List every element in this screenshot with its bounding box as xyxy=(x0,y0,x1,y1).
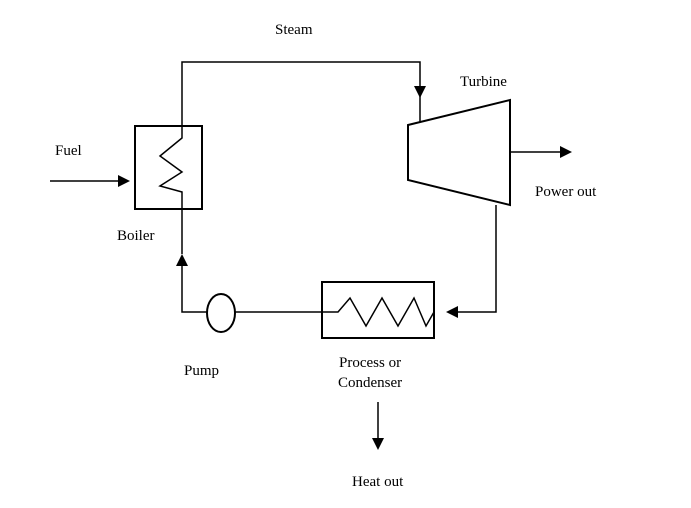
steam-label: Steam xyxy=(275,22,313,38)
boiler-label: Boiler xyxy=(117,228,155,244)
turbine xyxy=(407,98,511,207)
power-out-label: Power out xyxy=(535,184,597,200)
turbine-exhaust-line xyxy=(458,205,497,313)
fuel-arrowhead xyxy=(118,175,130,187)
turbine-label: Turbine xyxy=(460,74,507,90)
pump xyxy=(206,293,236,333)
pump-label: Pump xyxy=(184,363,219,379)
feedwater-arrowhead xyxy=(176,254,188,266)
boiler-coil xyxy=(158,126,184,209)
steam-arrowhead xyxy=(414,86,426,98)
condenser-label: Condenser xyxy=(338,375,402,391)
process-label: Process or xyxy=(339,355,401,371)
heat-out-arrowhead xyxy=(372,438,384,450)
feedwater-line xyxy=(181,265,207,313)
condenser-coil xyxy=(322,296,435,328)
power-out-arrowhead xyxy=(560,146,572,158)
fuel-label: Fuel xyxy=(55,143,82,159)
condenser-inlet-arrowhead xyxy=(446,306,458,318)
steam-line xyxy=(181,61,421,138)
boiler-box xyxy=(134,125,203,210)
heat-out-label: Heat out xyxy=(352,474,404,490)
